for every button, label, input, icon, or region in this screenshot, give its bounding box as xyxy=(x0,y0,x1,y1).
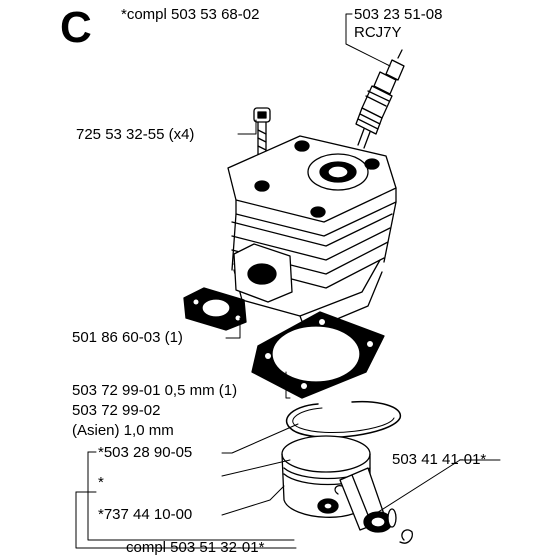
base-gasket-label-2: 503 72 99-02 xyxy=(72,402,161,419)
base-gasket-label-1: 503 72 99-01 0,5 mm (1) xyxy=(72,382,238,399)
star-label: * xyxy=(98,474,104,491)
circlip xyxy=(399,529,414,544)
base-gasket-label-2b: (Asien) 1,0 mm xyxy=(72,422,174,439)
leader-lines xyxy=(75,13,501,549)
circlip-left xyxy=(334,484,343,495)
cylinder xyxy=(227,135,397,333)
spark-plug xyxy=(355,49,405,149)
piston-ring xyxy=(285,400,401,438)
compl-piston-label: compl 503 51 32-01* xyxy=(126,539,265,556)
screw-label: 725 53 32-55 (x4) xyxy=(76,126,195,143)
exhaust-gasket-label: 501 86 60-03 (1) xyxy=(72,329,183,346)
needle-bearing-label: 503 41 41-01* xyxy=(392,451,487,468)
section-letter: C xyxy=(60,3,92,52)
spark-plug-part-label: 503 23 51-08 xyxy=(354,6,443,23)
needle-bearing xyxy=(363,508,397,533)
piston-ring-label: *503 28 90-05 xyxy=(98,444,193,461)
cylinder-base-gasket xyxy=(251,311,385,399)
cylinder-screw xyxy=(253,107,271,171)
compl-head-label: *compl 503 53 68-02 xyxy=(121,6,260,23)
spark-plug-type-label: RCJ7Y xyxy=(354,24,402,41)
piston-label: *737 44 10-00 xyxy=(98,506,193,523)
exhaust-gasket xyxy=(183,287,247,331)
